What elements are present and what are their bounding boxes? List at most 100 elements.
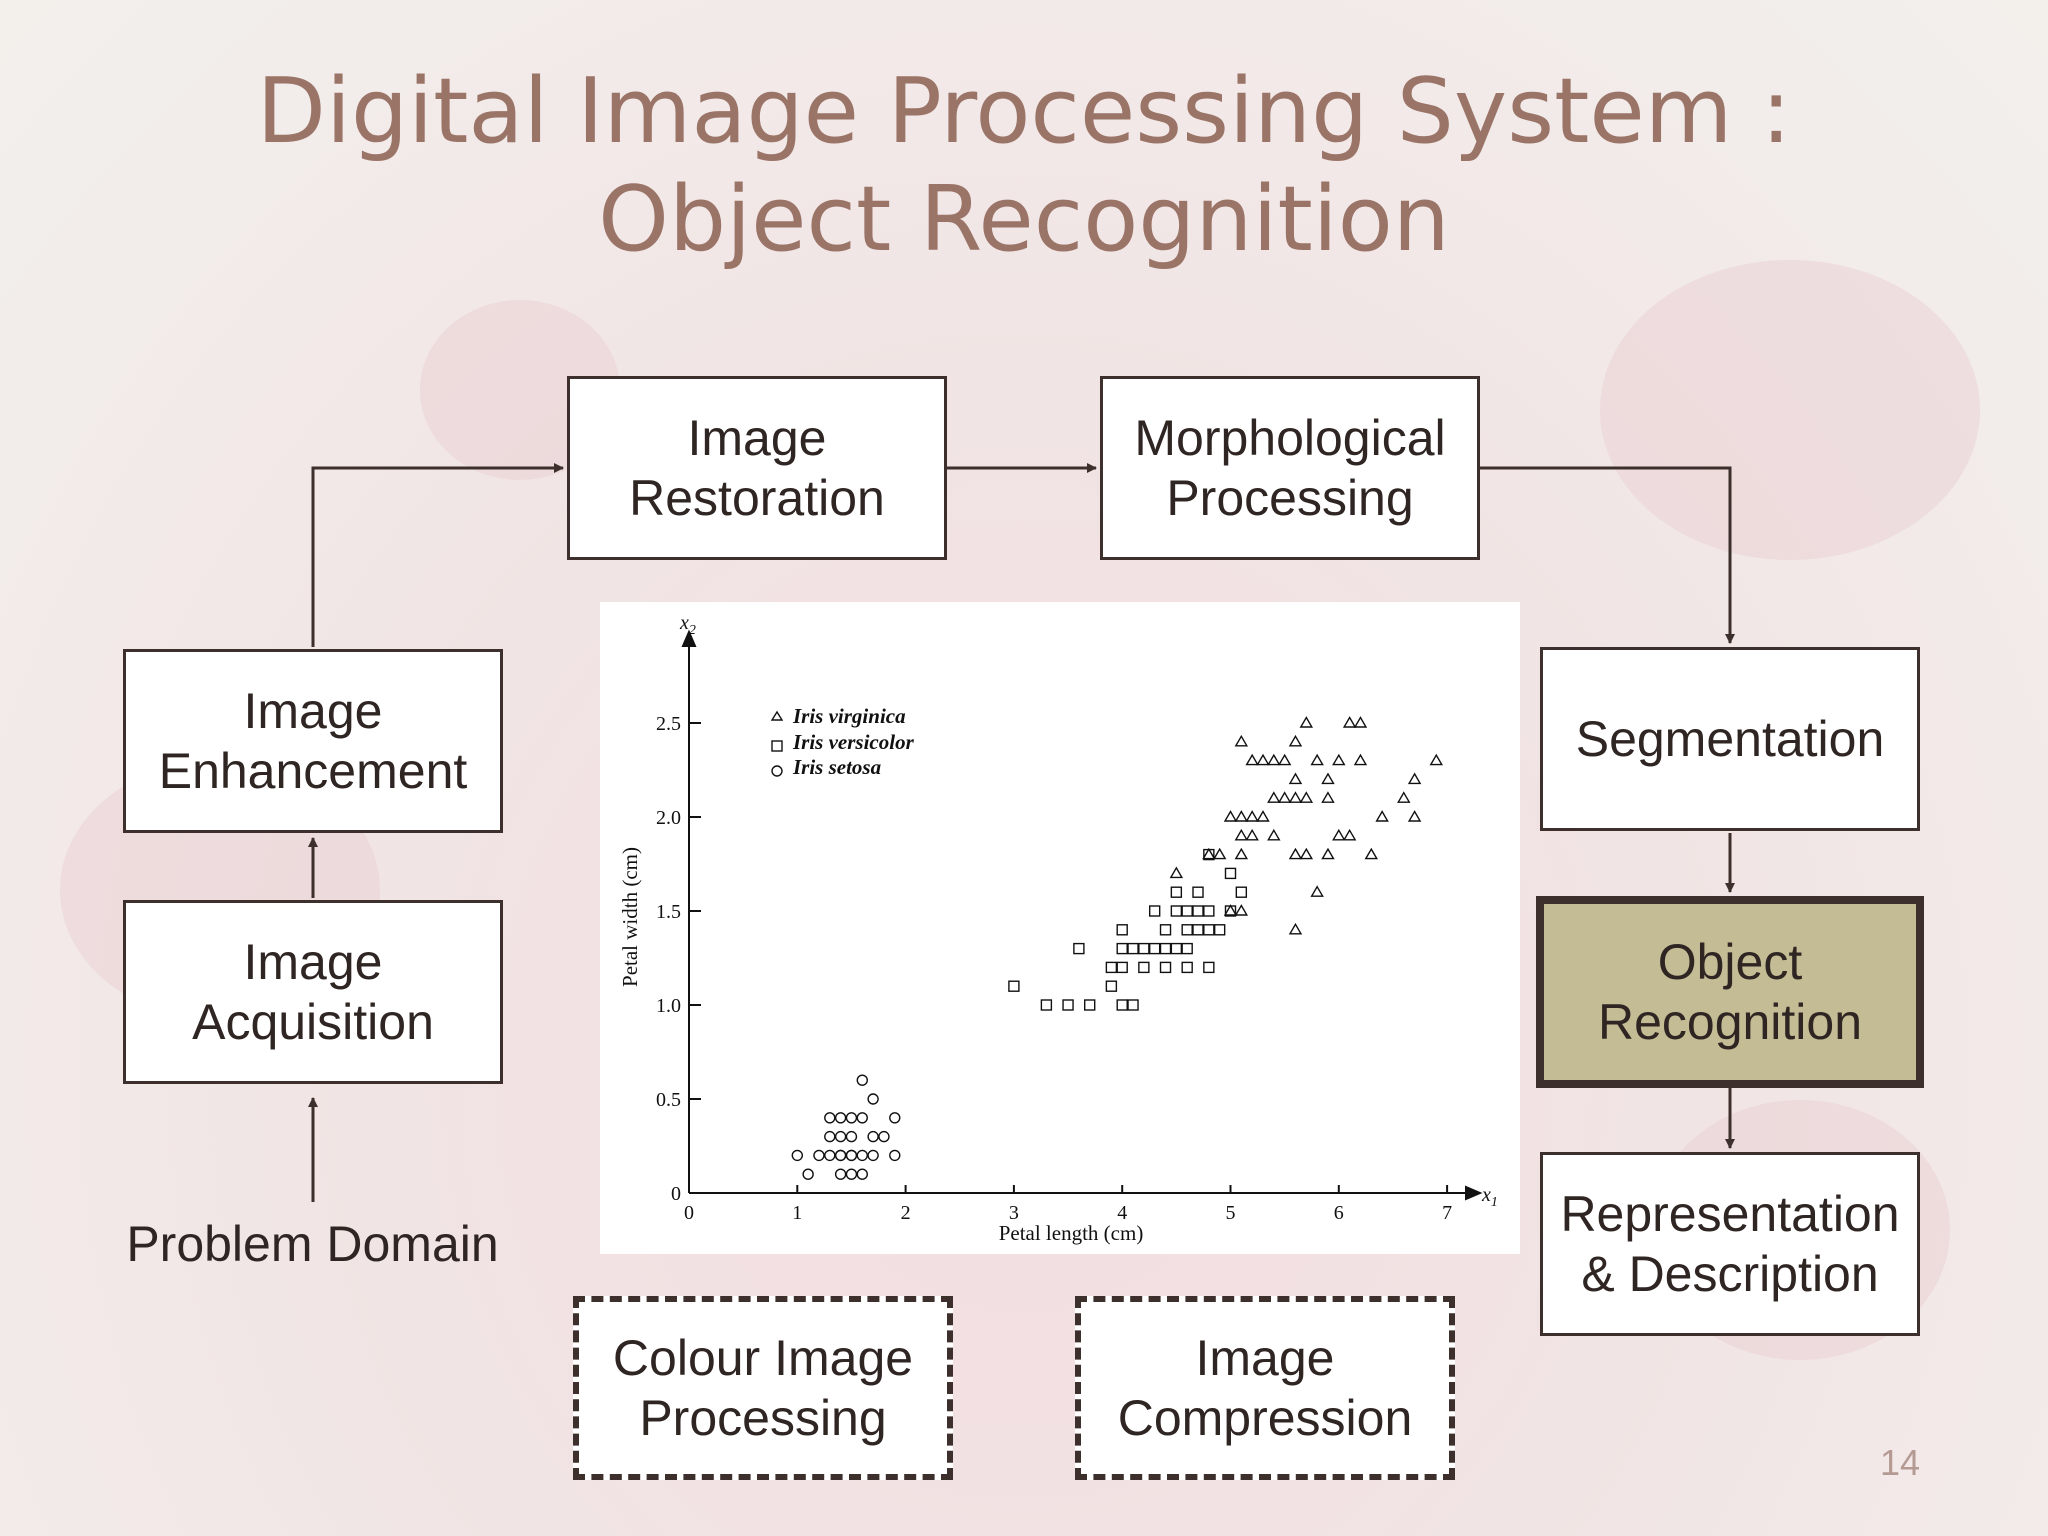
legend-label-versicolor: Iris versicolor [792,730,915,754]
versicolor-point [1159,961,1172,974]
virginica-point [1299,847,1314,860]
setosa-point [845,1130,858,1143]
versicolor-point [1235,886,1248,898]
morphological-processing-box: Morphological Processing [1100,376,1480,560]
versicolor-point [1170,905,1183,917]
virginica-point [1332,753,1346,766]
virginica-point [1288,734,1303,747]
slide-title-line-1: Digital Image Processing System : [256,59,1792,164]
versicolor-point [1105,961,1118,974]
setosa-point [856,1149,868,1162]
setosa-point [791,1149,804,1162]
versicolor-point [1116,924,1128,936]
image-enhancement-box: Image Enhancement [123,649,503,833]
setosa-point [845,1112,858,1124]
setosa-point [889,1149,901,1162]
versicolor-point [1159,924,1172,936]
slide-title: Digital Image Processing System : Object… [0,58,2048,274]
setosa-point [856,1074,868,1086]
x-axis-label: Petal length (cm) [999,1221,1144,1245]
setosa-point [824,1149,836,1162]
versicolor-point [1203,905,1215,917]
setosa-point [824,1112,836,1124]
setosa-point [856,1168,868,1180]
virginica-point [1310,885,1324,897]
y-tick-label: 0.5 [656,1089,681,1111]
versicolor-point [1127,942,1139,955]
y-axis-arrowhead [681,629,697,647]
virginica-point [1375,810,1389,822]
virginica-point [1267,753,1281,766]
virginica-point [1288,772,1303,785]
versicolor-point [1181,924,1193,936]
versicolor-point [1127,999,1139,1011]
versicolor-point [1116,961,1128,974]
versicolor-point [1224,905,1237,917]
virginica-point [1267,828,1281,841]
setosa-point [867,1130,879,1143]
y-tick-label: 2.5 [656,713,681,735]
virginica-point [1234,847,1249,860]
versicolor-point [1062,999,1074,1011]
x-tick-label: 1 [792,1202,802,1224]
legend-circle-icon [771,765,783,777]
setosa-point [824,1130,836,1143]
slide-title-line-2: Object Recognition [598,167,1450,272]
arrow-morphological-to-segmentation [1480,466,1735,644]
virginica-point [1223,810,1238,822]
versicolor-point [1203,924,1215,936]
setosa-point [802,1168,814,1180]
virginica-point [1288,922,1303,935]
x-tick-label: 5 [1226,1202,1236,1224]
x-tick-label: 6 [1334,1202,1344,1224]
virginica-point [1353,753,1368,766]
versicolor-point [1116,942,1128,955]
virginica-point [1353,716,1368,728]
versicolor-point [1170,886,1183,898]
legend-item-versicolor: Iris versicolor [771,730,915,754]
versicolor-point [1084,999,1096,1011]
virginica-point [1277,791,1292,803]
representation-description-box: Representation & Description [1540,1152,1920,1336]
versicolor-point [1203,848,1215,861]
virginica-point [1202,847,1216,860]
image-compression-box: Image Compression [1075,1296,1455,1480]
virginica-point [1223,904,1238,916]
virginica-point [1277,753,1292,766]
versicolor-point [1181,905,1193,917]
versicolor-point [1192,886,1204,898]
virginica-point [1321,772,1335,785]
setosa-point [867,1149,879,1162]
versicolor-point [1008,980,1020,992]
y-axis-name: x2 [679,612,696,638]
virginica-point [1169,866,1184,879]
virginica-point [1288,847,1303,860]
virginica-point [1256,810,1270,822]
virginica-point [1407,772,1422,785]
versicolor-point [1073,942,1085,955]
versicolor-point [1181,942,1193,955]
setosa-point [878,1130,890,1143]
versicolor-point [1192,924,1204,936]
y-tick-label: 2.0 [656,807,681,829]
virginica-point [1397,791,1411,803]
versicolor-point [1116,999,1128,1011]
virginica-point [1267,791,1281,803]
legend-label-setosa: Iris setosa [792,755,881,779]
setosa-point [889,1112,901,1124]
setosa-point [856,1112,868,1124]
image-restoration-box: Image Restoration [567,376,947,560]
virginica-point [1332,828,1346,841]
legend-label-virginica: Iris virginica [792,704,906,728]
x-axis-name: x1 [1481,1184,1498,1210]
legend-square-icon [771,740,783,752]
x-axis-arrowhead [1465,1185,1483,1201]
setosa-point [845,1168,858,1180]
virginica-point [1234,810,1249,822]
virginica-point [1364,847,1379,860]
x-tick-label: 7 [1442,1202,1452,1224]
legend-item-setosa: Iris setosa [771,755,881,779]
